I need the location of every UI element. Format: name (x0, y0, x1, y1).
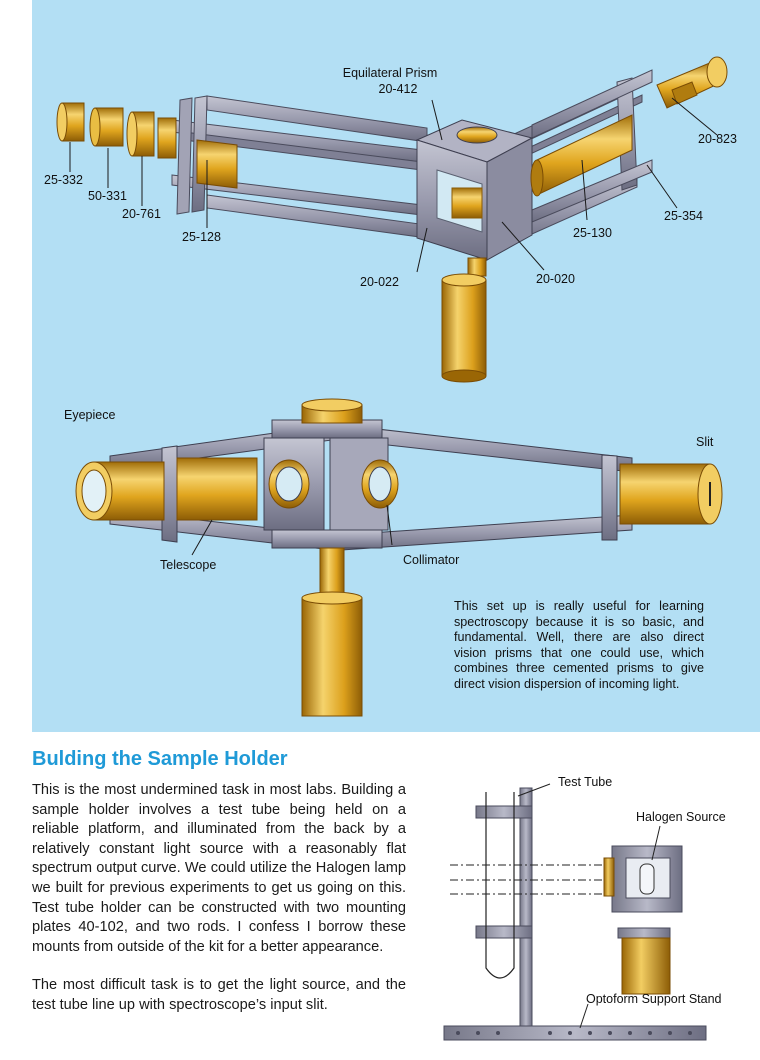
part-label-25-130: 25-130 (573, 226, 612, 240)
telescope-label: Telescope (160, 558, 217, 572)
right-rail-frame (511, 69, 653, 244)
paragraph-1: This is the most undermined task in most… (32, 782, 406, 955)
leader-lines (69, 97, 718, 273)
upper-mounting-plate (475, 805, 533, 819)
halogen-label: Halogen Source (636, 810, 726, 824)
support-rod (519, 787, 533, 1041)
part-label-20-761: 20-761 (122, 207, 161, 221)
spectroscope-illustration (56, 56, 728, 717)
test-tube-label: Test Tube (558, 775, 613, 789)
slit-label: Slit (696, 435, 714, 449)
prism-part-label: 20-412 (378, 82, 418, 96)
diagram-leader-lines (517, 783, 661, 1029)
central-hub (263, 398, 399, 549)
exploded-assembly (56, 56, 728, 383)
part-label-20-823: 20-823 (698, 132, 737, 146)
part-label-25-332: 25-332 (44, 173, 83, 187)
part-label-20-020: 20-020 (536, 272, 575, 286)
lamp-mount (617, 927, 671, 939)
lamp-stem (301, 547, 363, 717)
base-rail-holes (456, 1031, 692, 1035)
halogen-bulb (639, 863, 655, 895)
halogen-lens (603, 857, 615, 897)
section-heading: Bulding the Sample Holder (32, 748, 288, 770)
tube-25-130 (530, 114, 633, 197)
eyepiece-label: Eyepiece (64, 408, 116, 422)
prism-cube (415, 119, 534, 277)
lower-mounting-plate (475, 925, 533, 939)
stand-label: Optoform Support Stand (586, 992, 722, 1006)
lower-lamp-tube (441, 273, 487, 383)
paragraph-2: The most difficult task is to get the li… (32, 977, 406, 1013)
assembled-spectroscope (75, 398, 723, 717)
end-cap-20-823 (656, 56, 728, 109)
sample-holder-diagram: Test Tube Halogen Source Optoform Suppor… (430, 768, 760, 1060)
test-tube (485, 792, 515, 979)
part-label-20-022: 20-022 (360, 275, 399, 289)
collimator-frame (341, 424, 633, 551)
eyepiece-parts (56, 102, 177, 159)
mid-leader-lines (191, 504, 393, 556)
collimator-label: Collimator (403, 553, 460, 567)
illustration-panel: Equilateral Prism 20-412 25-332 50-331 2… (32, 0, 760, 732)
tube-25-128 (196, 139, 238, 189)
lamp-base (621, 937, 671, 995)
setup-note: This set up is really useful for learnin… (454, 599, 704, 691)
base-rail (443, 1025, 707, 1041)
part-label-25-128: 25-128 (182, 230, 221, 244)
beam-lines (450, 864, 610, 895)
prism-title-label: Equilateral Prism (342, 66, 438, 80)
slit-tube (619, 463, 723, 525)
telescope-tube (75, 457, 258, 521)
part-label-50-331: 50-331 (88, 189, 127, 203)
part-label-25-354: 25-354 (664, 209, 703, 223)
section-body: This is the most undermined task in most… (32, 781, 406, 1035)
sample-holder-drawing (443, 783, 707, 1041)
